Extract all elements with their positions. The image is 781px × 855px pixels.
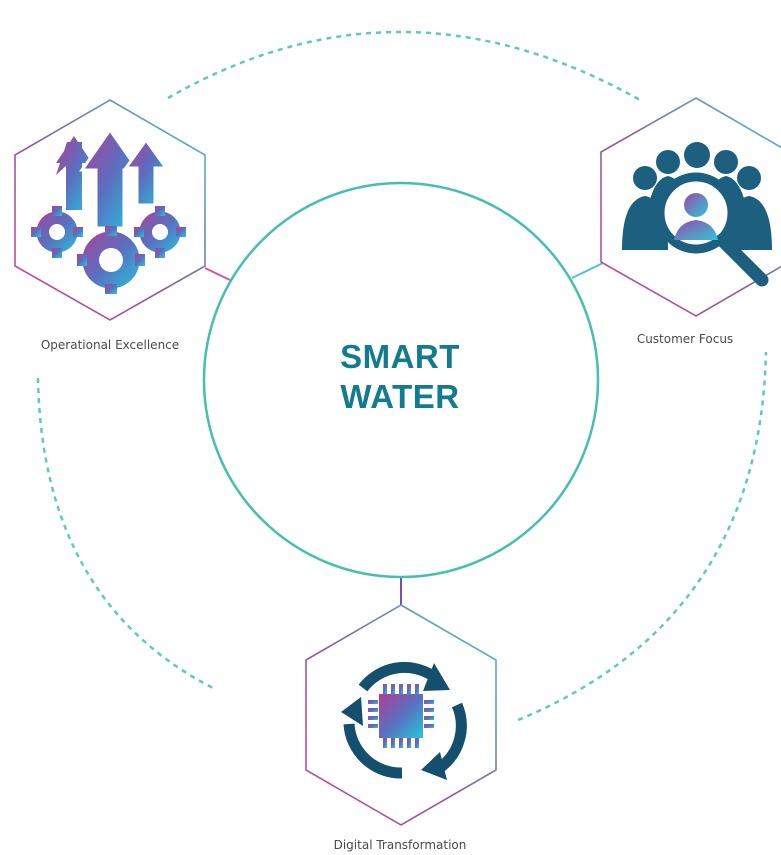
chip-cycle-icon (341, 661, 467, 780)
label-digital-transformation: Digital Transformation (333, 838, 467, 852)
connector-left (204, 267, 233, 282)
dashed-arc-right (517, 351, 768, 722)
label-customer-focus: Customer Focus (636, 332, 734, 346)
dashed-arc-left (36, 377, 214, 690)
title-line-1: SMART (340, 338, 460, 375)
dashed-arc-top (167, 30, 641, 102)
label-operational-excellence: Operational Excellence (40, 338, 180, 352)
gears-arrows-icon (31, 127, 186, 294)
center-circle (202, 181, 600, 579)
center-title: SMART WATER (300, 337, 500, 417)
people-magnifier-icon (622, 142, 772, 287)
connector-right (571, 262, 604, 279)
title-line-2: WATER (340, 378, 460, 415)
